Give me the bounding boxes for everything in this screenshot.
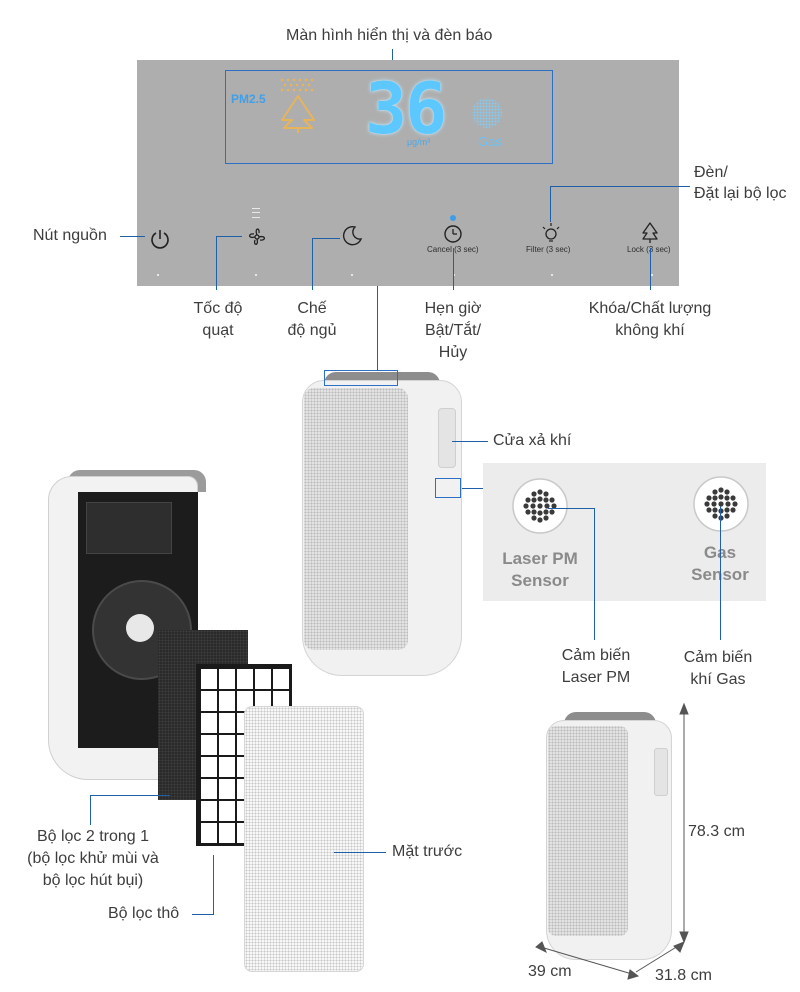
timer-clock-icon[interactable] xyxy=(441,222,465,246)
front-panel-image xyxy=(244,706,364,972)
pm25-value: 36 xyxy=(365,68,447,150)
dim-front-grille xyxy=(548,726,628,936)
timer-indicator-light xyxy=(450,215,456,221)
gas-dots-icon xyxy=(472,98,502,128)
fan-icon[interactable] xyxy=(244,224,270,250)
panel-to-unit-leader xyxy=(377,286,378,370)
depth-dimension: 31.8 cm xyxy=(655,967,712,984)
filter2in1-leader-v xyxy=(90,795,91,825)
sensor-zoom-leader xyxy=(462,488,484,489)
panel-tick xyxy=(651,274,653,276)
coarse-leader-v xyxy=(213,855,214,914)
display-highlight-box xyxy=(225,70,553,164)
gas-sensor-grille-icon xyxy=(693,476,749,532)
lock-button-label: Lock (3 sec) xyxy=(627,245,671,254)
display-panel-title: Màn hình hiển thị và đèn báo xyxy=(286,27,493,44)
sleep-leader-h xyxy=(312,238,340,239)
panel-tick xyxy=(351,274,353,276)
sleep-moon-icon[interactable] xyxy=(339,223,365,249)
fan-speed-bar-mid xyxy=(252,212,260,213)
cancel-button-label: Cancel (3 sec) xyxy=(427,245,479,254)
side-vent xyxy=(438,408,456,468)
coarse-leader-h xyxy=(192,914,214,915)
gas-indicator-label: Gas xyxy=(478,134,502,149)
front-grille xyxy=(304,388,408,650)
top-panel-highlight xyxy=(324,370,398,386)
width-dimension: 39 cm xyxy=(528,963,572,980)
dim-side-vent xyxy=(654,748,668,796)
panel-tick xyxy=(453,274,455,276)
dimension-unit-view xyxy=(546,712,672,960)
laser-sensor-grille-icon xyxy=(512,478,568,534)
panel-tick xyxy=(255,274,257,276)
power-callout: Nút nguồn xyxy=(33,227,107,244)
front-panel-callout: Mặt trước xyxy=(392,843,463,860)
lock-leader xyxy=(650,248,651,290)
sleep-leader-v xyxy=(312,238,313,290)
sensor-highlight xyxy=(435,478,461,498)
exhaust-callout: Cửa xả khí xyxy=(493,432,572,449)
fan-speed-bars-icon xyxy=(252,208,260,218)
fan-leader-v xyxy=(216,236,217,290)
control-panel xyxy=(137,60,679,286)
light-filter-callout: Đèn/Đặt lại bộ lọc xyxy=(694,164,787,202)
exhaust-leader xyxy=(452,441,488,442)
front-leader xyxy=(334,852,386,853)
panel-tick xyxy=(157,274,159,276)
coarse-filter-callout: Bộ lọc thô xyxy=(108,905,180,922)
panel-tick xyxy=(551,274,553,276)
pm25-unit: μg/m³ xyxy=(407,137,431,147)
power-leader xyxy=(120,236,145,237)
height-dimension: 78.3 cm xyxy=(688,823,745,840)
filter2in1-leader-h xyxy=(90,795,170,796)
laser-leader-h xyxy=(548,508,594,509)
dimension-arrows xyxy=(535,702,689,980)
gas-leader-v xyxy=(720,506,721,640)
power-icon[interactable] xyxy=(148,227,172,251)
pm25-label: PM2.5 xyxy=(231,92,266,106)
purifier-front-view xyxy=(302,372,462,676)
filter-lamp-icon[interactable] xyxy=(539,220,563,246)
filter-leader-v xyxy=(550,186,551,222)
filter-button-label: Filter (3 sec) xyxy=(526,245,571,254)
air-quality-tree-icon xyxy=(280,78,315,133)
timer-leader xyxy=(453,248,454,290)
laser-leader-v xyxy=(594,508,595,640)
filter-leader-h xyxy=(550,186,690,187)
fan-leader-h xyxy=(216,236,242,237)
lock-tree-icon[interactable] xyxy=(639,220,661,246)
fan-hub xyxy=(126,614,154,642)
interior-board xyxy=(86,502,172,554)
